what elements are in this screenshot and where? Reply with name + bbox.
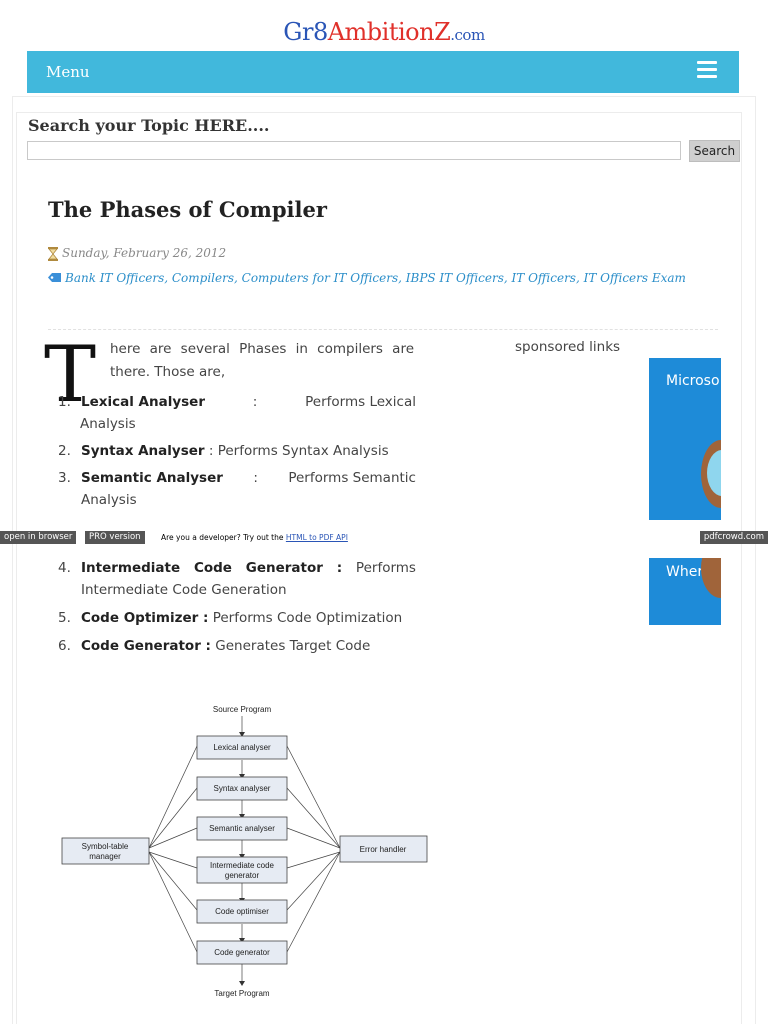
- drop-cap: T: [44, 330, 97, 420]
- step-number: 3.: [58, 470, 71, 486]
- steps-list-bottom: 4. Intermediate Code Generator : Perform…: [58, 557, 416, 657]
- step-name-part: :: [336, 560, 343, 576]
- step-number: 1.: [58, 394, 71, 410]
- step-name: Syntax Analyser: [81, 443, 205, 459]
- step-desc-part: Performs: [355, 560, 416, 576]
- compiler-phases-diagram: Source Program Lexical analyser Syntax a…: [61, 705, 428, 998]
- phase-box: Code optimiser: [196, 899, 288, 924]
- ad-graphic: [701, 558, 721, 598]
- open-in-browser-button[interactable]: open in browser: [0, 531, 77, 544]
- phase-box: Code generator: [196, 940, 288, 965]
- ad-banner-top[interactable]: Microso: [649, 358, 721, 520]
- pro-version-button[interactable]: PRO version: [85, 531, 145, 544]
- list-item: 6. Code Generator : Generates Target Cod…: [58, 635, 416, 657]
- step-name-part: Generator: [245, 560, 323, 576]
- search-button[interactable]: Search: [689, 140, 740, 162]
- symbol-table-label: Symbol-table: [82, 842, 129, 851]
- step-name: Semantic Analyser: [81, 470, 223, 486]
- hourglass-icon: [48, 247, 58, 261]
- step-name: Lexical Analyser: [81, 394, 205, 410]
- step-name: Code Generator :: [81, 638, 211, 654]
- step-line: Intermediate Code Generator : Performs: [81, 557, 416, 579]
- list-item: 1. Lexical Analyser : Performs Lexical: [29, 391, 416, 413]
- divider: [48, 329, 718, 330]
- post-categories-text[interactable]: Bank IT Officers, Compilers, Computers f…: [65, 271, 686, 285]
- error-handler-box: Error handler: [339, 835, 428, 863]
- step-sep: :: [252, 394, 258, 410]
- phase-box: Semantic analyser: [196, 816, 288, 841]
- symbol-table-label: manager: [89, 852, 121, 861]
- step-wrap-text: Analysis: [81, 492, 137, 508]
- search-input[interactable]: [27, 141, 681, 160]
- content-frame: [16, 112, 742, 1024]
- post-categories[interactable]: Bank IT Officers, Compilers, Computers f…: [48, 271, 686, 285]
- list-item: 2. Syntax Analyser : Performs Syntax Ana…: [58, 440, 416, 462]
- step-name: Code Optimizer :: [81, 610, 209, 626]
- post-date: Sunday, February 26, 2012: [48, 246, 227, 261]
- developer-promo-text: Are you a developer? Try out the: [161, 533, 284, 542]
- post-title[interactable]: The Phases of Compiler: [48, 197, 327, 222]
- step-sep: :: [208, 443, 214, 459]
- tag-icon: [48, 273, 61, 282]
- step-line: Lexical Analyser : Performs Lexical: [81, 391, 416, 413]
- phase-label: Code optimiser: [215, 907, 269, 916]
- step-line: Semantic Analyser : Performs Semantic: [81, 467, 416, 489]
- step-desc-part: Performs Semantic: [288, 470, 416, 486]
- logo-text-ambitionz: AmbitionZ: [327, 18, 451, 46]
- phase-label: Code generator: [214, 948, 270, 957]
- phase-label: Lexical analyser: [213, 743, 271, 752]
- logo-text-com: .com: [450, 26, 485, 44]
- step-number: 4.: [58, 560, 71, 576]
- step-name-part: Code: [193, 560, 232, 576]
- phase-label: Intermediate code: [210, 861, 275, 870]
- phase-label: generator: [225, 871, 260, 880]
- site-logo[interactable]: Gr8AmbitionZ.com: [0, 18, 768, 46]
- step-number: 6.: [58, 638, 71, 654]
- step-desc-part: Performs Lexical: [305, 394, 416, 410]
- phase-box: Syntax analyser: [196, 776, 288, 801]
- pdfcrowd-link[interactable]: pdfcrowd.com: [699, 531, 768, 544]
- list-item: 5. Code Optimizer : Performs Code Optimi…: [58, 607, 416, 629]
- diagram-arrowheads: [239, 732, 245, 986]
- page-frame: [12, 96, 756, 1024]
- phase-label: Syntax analyser: [214, 784, 271, 793]
- step-wrap-text: Analysis: [80, 416, 136, 432]
- steps-list-top: 1. Lexical Analyser : Performs Lexical A…: [58, 391, 416, 511]
- ad-graphic: [707, 450, 721, 496]
- html-to-pdf-api-link[interactable]: HTML to PDF API: [285, 533, 348, 542]
- list-item: 4. Intermediate Code Generator : Perform…: [58, 557, 416, 601]
- step-desc: Performs Code Optimization: [212, 610, 403, 626]
- intro-text: here are several Phases in compilers are…: [110, 341, 414, 380]
- ad-text: Microso: [666, 373, 720, 389]
- post-date-text: Sunday, February 26, 2012: [62, 246, 227, 260]
- sponsored-links-label: sponsored links: [515, 339, 621, 355]
- diagram-connectors: [148, 716, 341, 983]
- step-number: 5.: [58, 610, 71, 626]
- logo-text-gr8: Gr8: [283, 18, 328, 46]
- list-item: 3. Semantic Analyser : Performs Semantic…: [58, 467, 416, 511]
- step-desc: Performs Syntax Analysis: [217, 443, 389, 459]
- step-wrap-text: Intermediate Code Generation: [81, 582, 287, 598]
- diagram-source-label: Source Program: [213, 705, 272, 714]
- menu-bar[interactable]: Menu: [27, 51, 739, 93]
- developer-promo: Are you a developer? Try out the HTML to…: [161, 531, 348, 544]
- hamburger-menu-icon[interactable]: [697, 61, 717, 79]
- step-desc: Generates Target Code: [215, 638, 371, 654]
- menu-label: Menu: [46, 63, 90, 81]
- ad-banner-bottom[interactable]: Where ho: [649, 558, 721, 625]
- step-number: 2.: [58, 443, 71, 459]
- step-sep: :: [253, 470, 258, 486]
- error-handler-label: Error handler: [360, 845, 407, 854]
- search-heading: Search your Topic HERE....: [28, 116, 270, 135]
- pdfcrowd-bar: open in browser PRO version Are you a de…: [0, 531, 768, 544]
- phase-label: Semantic analyser: [209, 824, 275, 833]
- diagram-target-label: Target Program: [214, 989, 269, 998]
- phase-box: Lexical analyser: [196, 735, 288, 760]
- step-name-part: Intermediate: [81, 560, 181, 576]
